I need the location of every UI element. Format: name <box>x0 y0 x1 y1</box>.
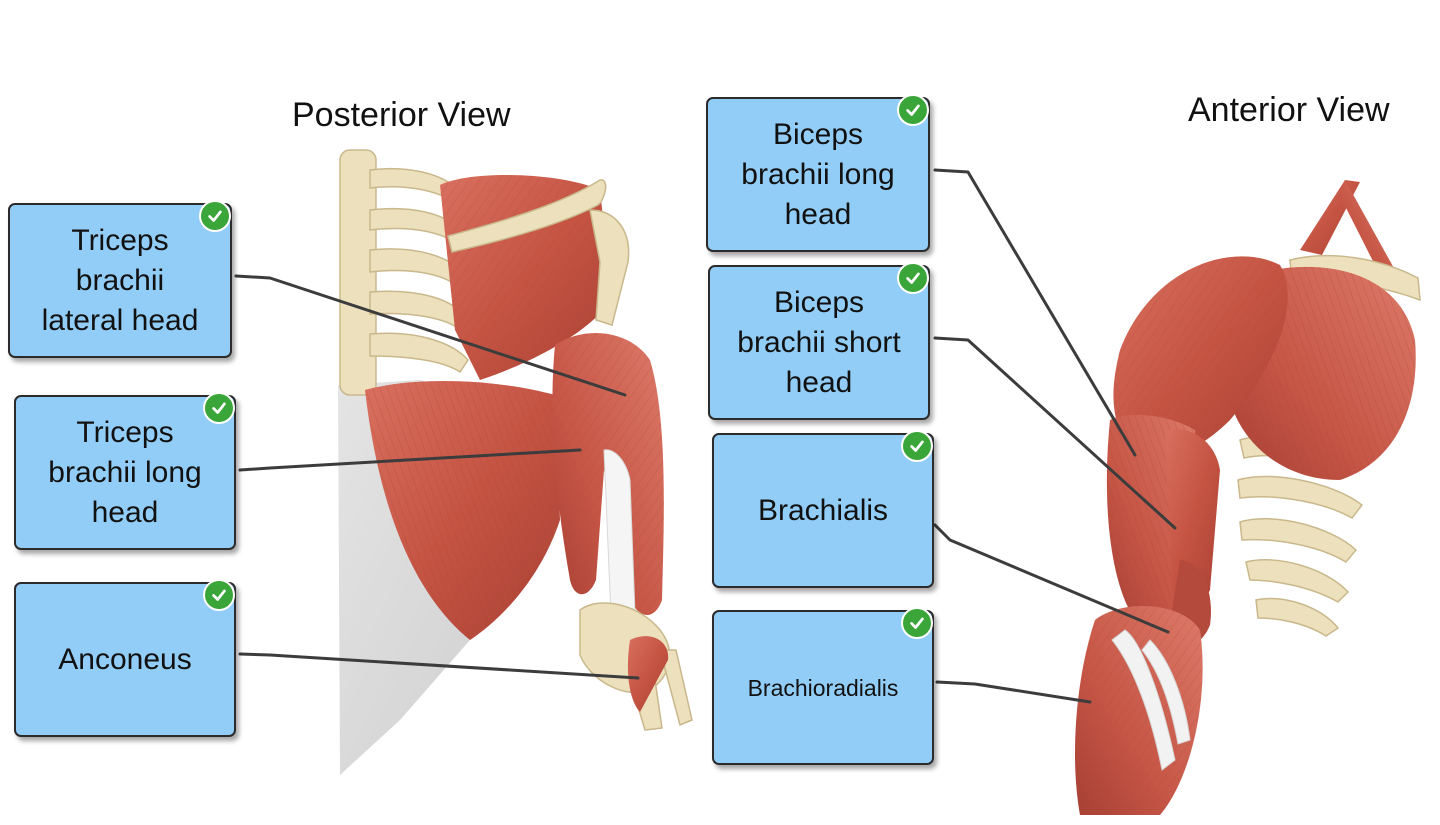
leader-line-anconeus <box>238 652 640 680</box>
label-text: Biceps brachii long head <box>741 117 895 231</box>
leader-line-biceps-short <box>933 336 1177 530</box>
leader-line-triceps-lateral <box>234 274 627 397</box>
label-brachioradialis[interactable]: Brachioradialis <box>712 607 934 765</box>
leader-line-brachialis <box>933 523 1170 634</box>
label-anconeus[interactable]: Anconeus <box>14 579 236 737</box>
anterior-view-title: Anterior View <box>1188 91 1390 129</box>
label-text: Triceps brachii long head <box>48 415 202 529</box>
label-text: Biceps brachii short head <box>737 285 901 399</box>
checkmark-icon <box>901 430 933 462</box>
label-triceps-brachii-lateral-head[interactable]: Triceps brachii lateral head <box>8 200 232 358</box>
checkmark-icon <box>901 607 933 639</box>
checkmark-icon <box>897 94 929 126</box>
label-text: Brachioradialis <box>747 674 899 701</box>
leader-line-biceps-long <box>933 168 1137 457</box>
checkmark-icon <box>199 200 231 232</box>
label-brachialis[interactable]: Brachialis <box>712 430 934 588</box>
checkmark-icon <box>897 262 929 294</box>
posterior-arm-illustration <box>338 149 693 775</box>
label-text: Anconeus <box>58 642 192 676</box>
label-text: Triceps brachii lateral head <box>41 223 199 337</box>
checkmark-icon <box>203 392 235 424</box>
anterior-arm-illustration <box>1075 180 1421 815</box>
checkmark-icon <box>203 579 235 611</box>
label-text: Brachialis <box>757 493 889 527</box>
label-triceps-brachii-long-head[interactable]: Triceps brachii long head <box>14 392 236 550</box>
leader-lines <box>234 168 1177 704</box>
leader-line-triceps-long <box>238 448 582 472</box>
leader-line-brachioradialis <box>935 680 1092 704</box>
label-biceps-brachii-short-head[interactable]: Biceps brachii short head <box>708 262 930 420</box>
label-biceps-brachii-long-head[interactable]: Biceps brachii long head <box>706 94 930 252</box>
posterior-view-title: Posterior View <box>292 96 511 134</box>
